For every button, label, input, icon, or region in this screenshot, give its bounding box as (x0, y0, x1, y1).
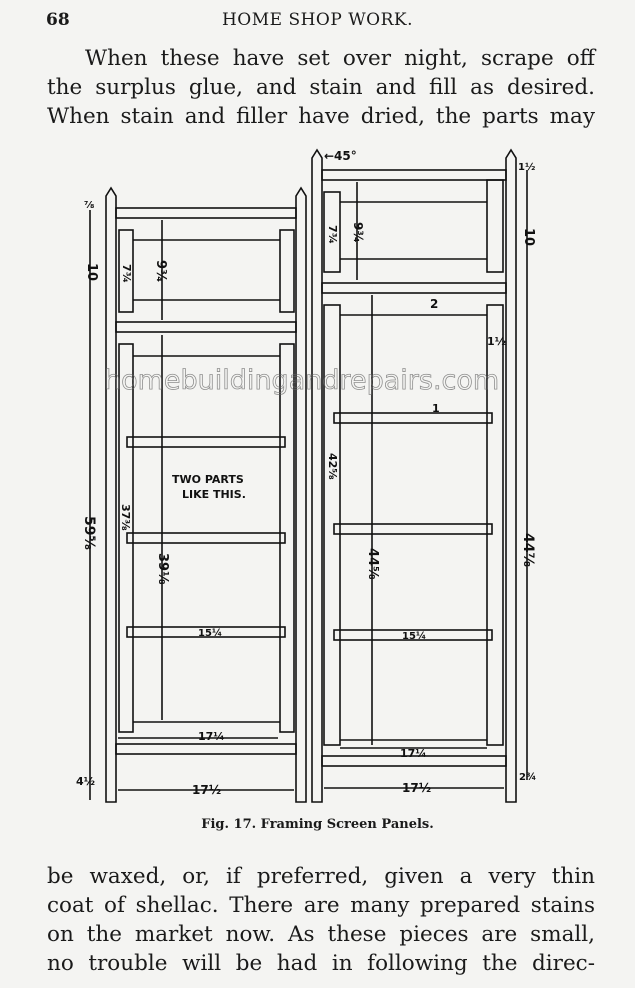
diagram-line (105, 186, 117, 803)
diagram-line (118, 229, 134, 313)
dim-inner-width-left: 17¼ (198, 730, 225, 743)
text-line: on the market now. As these pieces are s… (47, 922, 595, 947)
diagram-line: ←45° 10 10 9¾ 9¾ 7¾ 7¾ 2 1½ 1 1½ 59⅝ 37⅜… (76, 149, 536, 797)
dim-right-inner: 42⅝ (326, 453, 339, 480)
dim-angle: ←45° (324, 149, 357, 163)
diagram-line (126, 532, 286, 544)
paragraph-bottom: be waxed, or, if preferred, given a very… (47, 862, 595, 978)
dim-2: 2 (430, 297, 438, 311)
dim-right-overall: 44⅞ (520, 533, 536, 567)
dim-inner-width-right: 17¼ (400, 747, 427, 760)
diagram-line (126, 626, 286, 638)
page-number: 68 (46, 10, 70, 30)
dim-9-3-4-right: 9¾ (351, 222, 365, 243)
diagram-line (311, 148, 323, 803)
running-title: HOME SHOP WORK. (221, 10, 414, 30)
dim-bottom-left: 4½ (76, 775, 95, 788)
dim-7-3-4-right: 7¾ (326, 225, 339, 244)
paragraph-top: When these have set over night, scrape o… (47, 44, 595, 131)
diagram-line (323, 191, 341, 273)
diagram-line (486, 179, 504, 273)
dim-1-1-2: 1½ (487, 335, 506, 348)
dim-10-right: 10 (521, 228, 536, 246)
dim-1: 1 (432, 402, 440, 415)
note-line-2: LIKE THIS. (182, 488, 246, 501)
dim-rail-right: 15¼ (402, 630, 426, 642)
diagram-line (321, 282, 507, 294)
dim-7-3-4: 7¾ (120, 264, 133, 283)
dim-eighth: ⅞ (84, 200, 94, 211)
text-line: no trouble will be had in following the … (47, 951, 595, 976)
dim-10-left: 10 (84, 263, 99, 281)
dim-left-overall: 59⅝ (81, 516, 97, 550)
diagram-line (323, 304, 341, 746)
diagram-line (505, 148, 517, 803)
diagram-line (486, 304, 504, 746)
diagram-line (279, 229, 295, 313)
diagram-line (321, 169, 507, 181)
text-line: coat of shellac. There are many prepared… (47, 893, 595, 918)
text-line: be waxed, or, if preferred, given a very… (47, 864, 595, 889)
right-panel (311, 148, 528, 803)
diagram-line (333, 629, 493, 641)
note-line-1: TWO PARTS (172, 473, 244, 486)
dim-right-mid: 44⅝ (365, 548, 380, 580)
left-panel (89, 186, 307, 803)
text-line: When stain and filler have dried, the pa… (47, 104, 595, 129)
dim-outer-width-left: 17½ (192, 783, 221, 797)
diagram-line (115, 207, 297, 219)
dim-top-small: 1½ (518, 162, 535, 173)
diagram-line (321, 755, 507, 767)
diagram-line (333, 523, 493, 535)
diagram-line (295, 186, 307, 803)
diagram-line (126, 436, 286, 448)
watermark: homebuildingandrepairs.com (104, 365, 499, 396)
dim-bottom-right: 2¾ (519, 772, 536, 783)
diagram-line (115, 321, 297, 333)
dim-outer-width-right: 17½ (402, 781, 431, 795)
text-line: When these have set over night, scrape o… (85, 46, 595, 71)
dim-rail-left: 15¼ (198, 627, 222, 639)
diagram-line (115, 743, 297, 755)
diagram-line (333, 412, 493, 424)
diagram-line (279, 343, 295, 733)
figure-caption: Fig. 17. Framing Screen Panels. (201, 817, 434, 832)
dim-left-mid: 39⅛ (155, 553, 170, 585)
diagram-line (118, 343, 134, 733)
dim-left-inner: 37⅜ (119, 504, 132, 531)
framing-diagram: ←45° 10 10 9¾ 9¾ 7¾ 7¾ 2 1½ 1 1½ 59⅝ 37⅜… (76, 148, 536, 803)
dim-9-3-4: 9¾ (153, 260, 168, 283)
text-line: the surplus glue, and stain and fill as … (47, 75, 595, 100)
